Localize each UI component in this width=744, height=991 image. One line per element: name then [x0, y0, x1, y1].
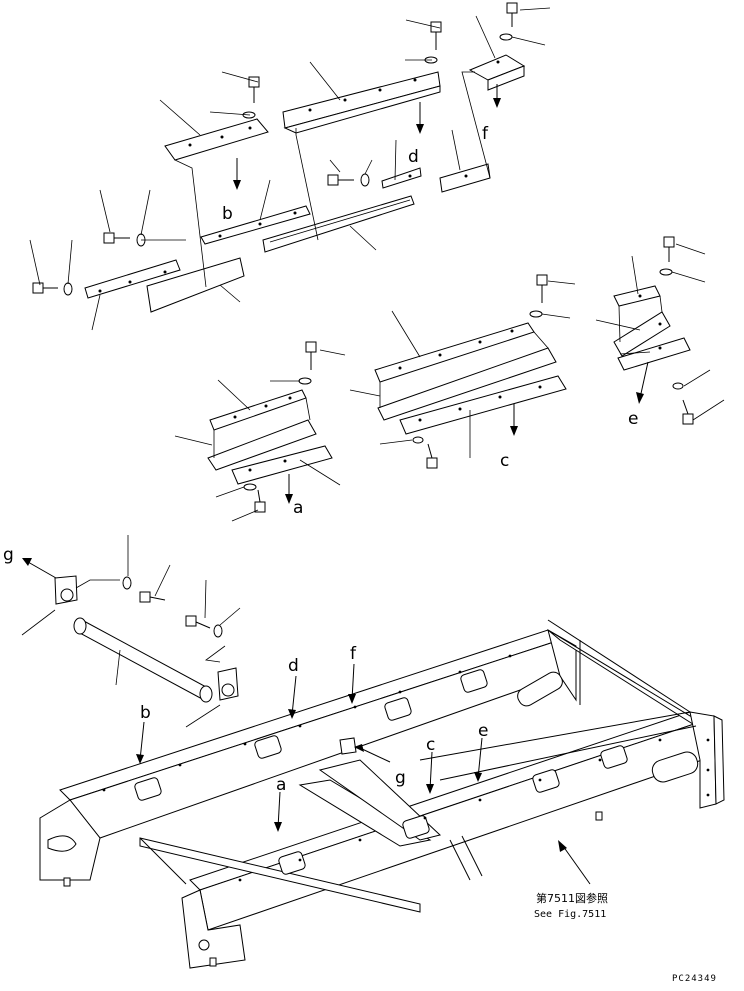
- callout-a-top: a: [293, 498, 303, 518]
- cutout: [532, 769, 560, 793]
- cutout: [254, 735, 282, 759]
- plate-d-long: [282, 71, 441, 129]
- callout-arrow: [426, 751, 434, 794]
- callout-arrow: [288, 675, 297, 719]
- plate-lower: [146, 257, 245, 313]
- cutout: [384, 697, 412, 721]
- plate-e-lower: [617, 337, 691, 371]
- callout-arrow: [493, 84, 501, 108]
- bolt: [242, 76, 260, 119]
- pad-f: [439, 163, 491, 193]
- strip-d: [381, 167, 422, 189]
- cutout: [134, 777, 162, 801]
- callout-arrow: [233, 158, 241, 190]
- pin-assembly-g: [21, 535, 241, 728]
- assembly-e: [595, 236, 725, 425]
- reference-note-jp: 第7511図参照: [536, 891, 608, 905]
- plate-e-upper: [613, 311, 671, 357]
- rail-b-serrated: [262, 195, 415, 253]
- plate-a-lower: [231, 445, 333, 485]
- callout-arrow: [274, 791, 282, 832]
- callout-f-frame: f: [350, 644, 357, 664]
- plate-b-small: [164, 118, 269, 161]
- cutout: [600, 745, 628, 769]
- callout-arrow: [558, 840, 591, 885]
- callout-g-frame: g: [395, 768, 406, 788]
- slot: [651, 751, 699, 783]
- callout-a-frame: a: [276, 775, 286, 795]
- bolt: [499, 2, 518, 41]
- plate-a-middle: [207, 419, 317, 471]
- bolt: [103, 232, 146, 247]
- figure-code: PC24349: [672, 974, 717, 984]
- front-right-end: [181, 889, 246, 969]
- callout-d-frame: d: [288, 656, 299, 676]
- assembly-a: [174, 341, 346, 522]
- callout-c-frame: c: [426, 735, 435, 755]
- callout-arrow: [348, 663, 356, 704]
- callout-c-top: c: [500, 451, 509, 471]
- cutout: [460, 669, 488, 693]
- plate-c-lower: [399, 375, 567, 435]
- bolt: [327, 173, 370, 187]
- callout-f-top: f: [482, 124, 489, 144]
- rail-b: [200, 205, 311, 245]
- bolt: [32, 282, 73, 296]
- callout-arrow: [354, 744, 391, 763]
- callout-g-left: g: [3, 545, 14, 565]
- callout-arrow: [474, 737, 483, 782]
- shaft: [77, 619, 209, 701]
- rail-lower: [84, 259, 181, 299]
- bolt: [424, 21, 442, 64]
- cutout: [278, 851, 306, 875]
- callout-e-top: e: [628, 409, 638, 429]
- callout-b-frame: b: [140, 703, 151, 723]
- callout-d-top: d: [408, 147, 419, 167]
- block-g: [339, 737, 357, 755]
- plate-c-middle: [377, 347, 557, 421]
- slot: [517, 671, 563, 707]
- callout-arrow: [136, 721, 145, 764]
- callout-e-frame: e: [478, 721, 488, 741]
- rail-assembly-b-d-f: [29, 2, 551, 331]
- main-frame: [39, 619, 725, 969]
- callout-b-top: b: [222, 204, 233, 224]
- cross-member: [298, 779, 432, 847]
- cutout: [402, 815, 430, 839]
- reference-note-en: See Fig.7511: [534, 909, 606, 920]
- assembly-c: [349, 274, 576, 469]
- plate-a-upper: [209, 389, 307, 431]
- rear-plate: [689, 711, 717, 809]
- callout-arrow: [416, 102, 424, 134]
